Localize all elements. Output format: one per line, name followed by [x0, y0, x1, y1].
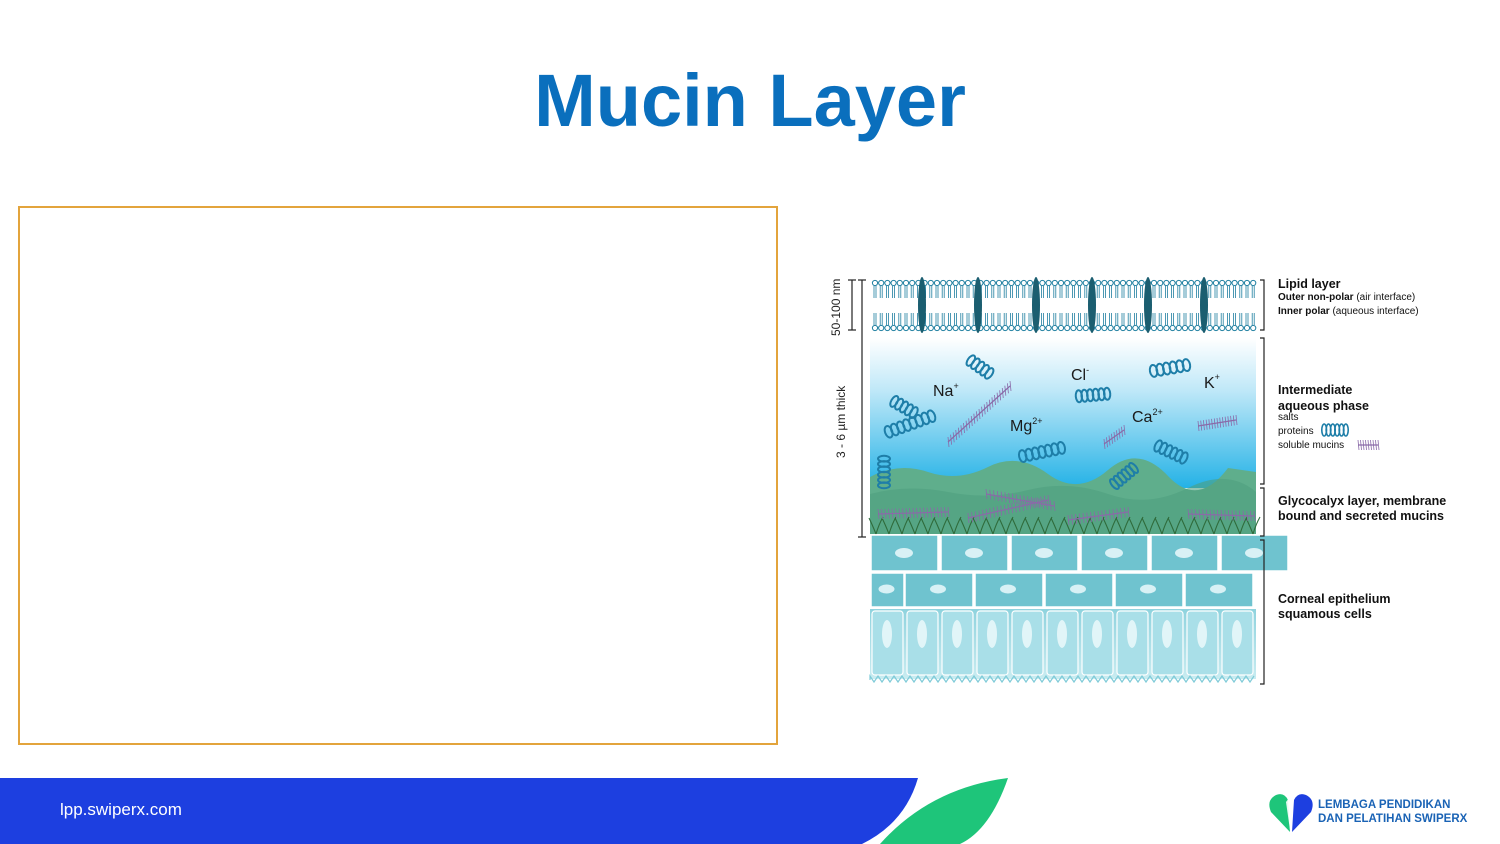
aqueous-mucins: soluble mucins	[1278, 440, 1344, 451]
scale-bars	[848, 279, 866, 538]
proteins	[877, 354, 1192, 490]
corneal-epithelium-cells	[869, 534, 1289, 684]
epithelium-label-2: squamous cells	[1278, 607, 1372, 621]
logo-line-2: DAN PELATIHAN SWIPERX	[1318, 813, 1468, 825]
ion-labels: Na+ Cl- K+ Mg2+ Ca2+	[933, 365, 1220, 435]
soluble-mucins	[947, 380, 1238, 450]
slide-title: Mucin Layer	[534, 59, 966, 142]
footer-url[interactable]: lpp.swiperx.com	[60, 800, 182, 819]
glycocalyx-label-1: Glycocalyx layer, membrane	[1278, 494, 1446, 508]
lipid-outer-label: Outer non-polar (air interface)	[1278, 292, 1415, 303]
logo-line-1: LEMBAGA PENDIDIKAN	[1318, 799, 1451, 811]
aqueous-salts: salts	[1278, 412, 1299, 423]
membrane-mucins	[877, 488, 1256, 526]
footer-logo-text: LEMBAGA PENDIDIKAN DAN PELATIHAN SWIPERX	[1318, 798, 1467, 826]
aqueous-proteins: proteins	[1278, 426, 1314, 437]
footer-bar	[0, 778, 1008, 844]
content-placeholder-box	[18, 206, 778, 745]
legend-mucin-icon	[1357, 439, 1380, 451]
epithelium-label-1: Corneal epithelium	[1278, 592, 1391, 606]
lipid-layer	[871, 277, 1257, 333]
legend-protein-icon	[1320, 423, 1350, 437]
swiperx-logo-icon	[1269, 794, 1313, 832]
glycocalyx-label-2: bound and secreted mucins	[1278, 509, 1444, 523]
ion-cl: Cl-	[1071, 365, 1089, 384]
lipid-layer-title: Lipid layer	[1278, 277, 1341, 291]
tear-film-diagram: 50-100 nm 3 - 6 µm thick Na+ Cl- K+ Mg2+…	[829, 277, 1446, 685]
ion-mg: Mg2+	[1010, 416, 1043, 435]
aqueous-title-2: aqueous phase	[1278, 399, 1369, 413]
layer-brackets	[1260, 279, 1265, 685]
ion-k: K+	[1204, 372, 1220, 392]
aqueous-title-1: Intermediate	[1278, 383, 1352, 397]
ion-na: Na+	[933, 381, 959, 400]
scale-label-thickness: 3 - 6 µm thick	[834, 385, 848, 458]
ion-ca: Ca2+	[1132, 407, 1163, 426]
lipid-inner-label: Inner polar (aqueous interface)	[1278, 306, 1419, 317]
scale-label-lipid: 50-100 nm	[829, 279, 843, 336]
